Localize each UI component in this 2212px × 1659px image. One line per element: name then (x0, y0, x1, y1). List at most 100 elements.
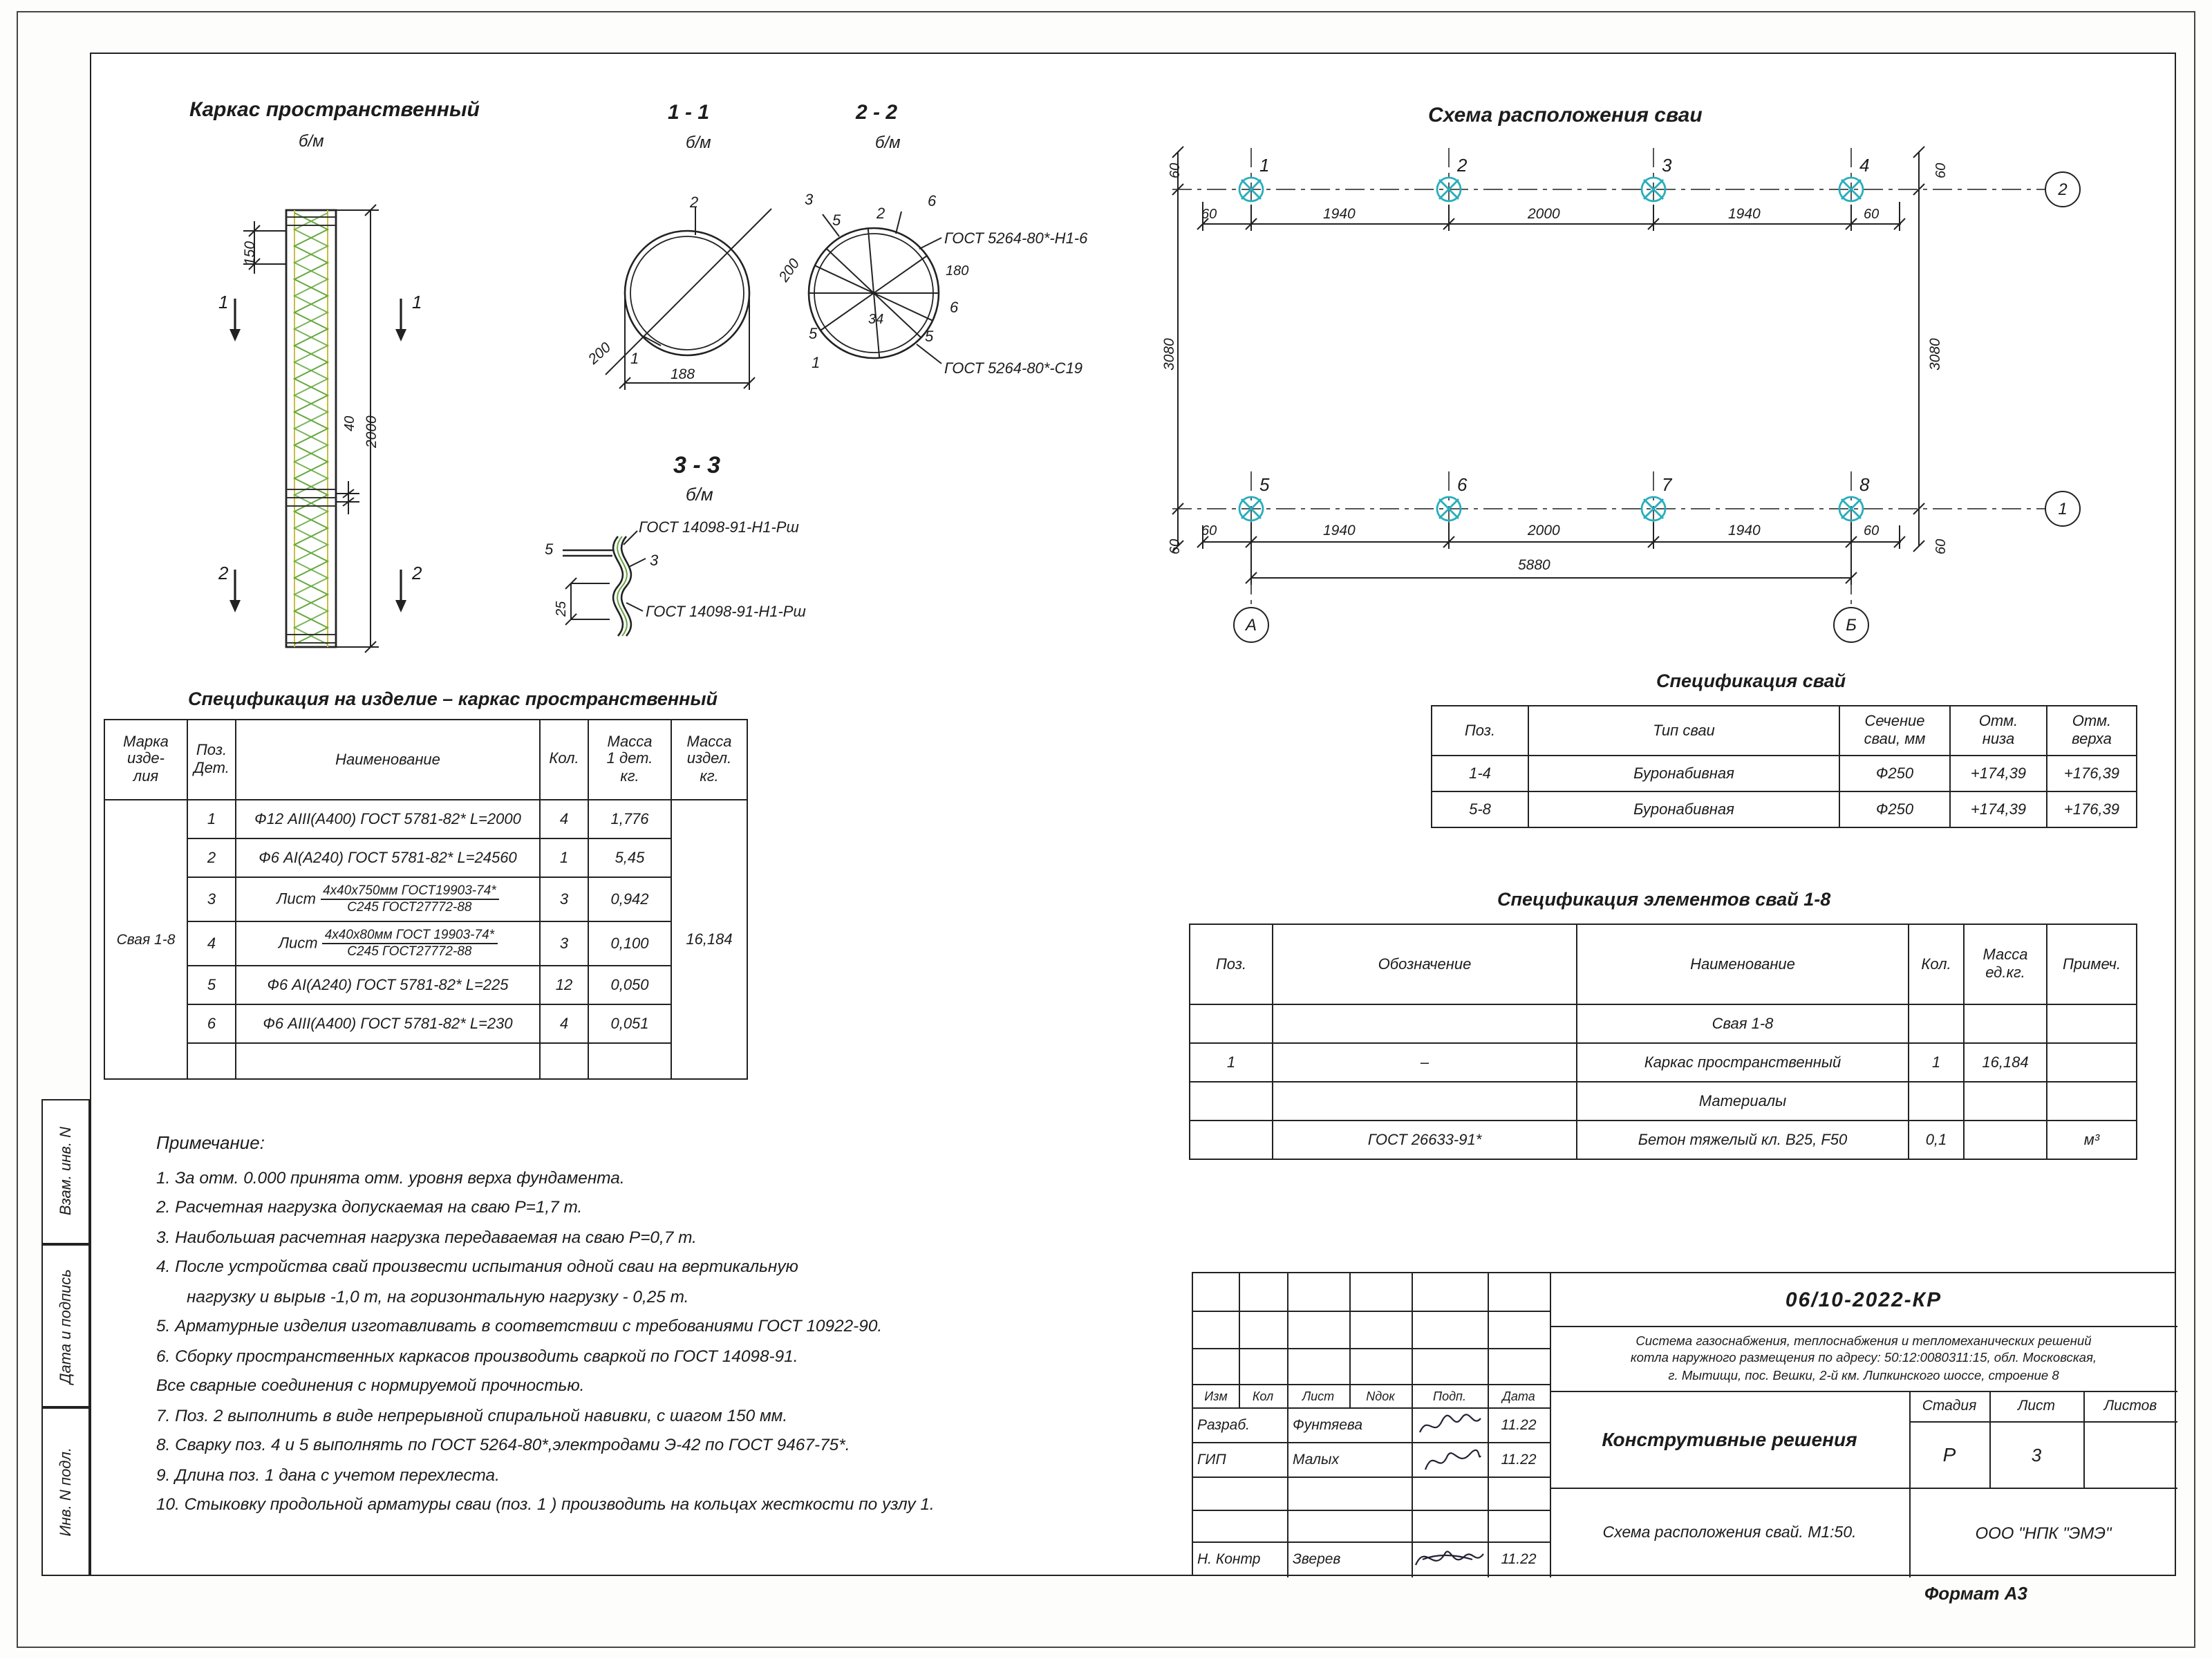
spec-piles-header-pos: Поз. (1431, 705, 1529, 756)
plan-linework (1172, 146, 2045, 607)
frame-sec1-label-left: 1 (218, 292, 229, 312)
project-description-line1: Система газоснабжения, теплоснабжения и … (1635, 1334, 2092, 1349)
spec-product-r1-name: Ф12 АIII(А400) ГОСТ 5781-82* L=2000 (235, 799, 541, 839)
spec-piles-header-top: Отм. верха (2046, 705, 2137, 756)
spec-elements-g2-mass (1963, 1081, 2047, 1121)
spec-elements-g1-designation (1272, 1004, 1577, 1044)
spec-piles-r1-pos: 1-4 (1431, 755, 1529, 792)
strip-label-inv-podl: Инв. N подл. (57, 1447, 74, 1537)
sec22-label-5b: 5 (809, 326, 818, 343)
note-1: 1. За отм. 0.000 принята отм. уровня вер… (156, 1168, 625, 1187)
spec-product-r4-name: Лист 4х40х80мм ГОСТ 19903-74*С245 ГОСТ27… (235, 921, 541, 966)
spec-product-r4-den: С245 ГОСТ27772-88 (347, 944, 472, 959)
spec-elements-header-qty: Кол. (1908, 924, 1965, 1005)
spec-product-r1-qty: 4 (539, 799, 589, 839)
row2-role: ГИП (1197, 1451, 1226, 1468)
sec11-bar-label-1: 1 (630, 351, 639, 368)
spec-product-r1-pos: 1 (187, 799, 236, 839)
pile-number-8: 8 (1859, 474, 1870, 495)
axis-label-b: Б (1846, 615, 1857, 635)
axis-label-a: А (1245, 615, 1257, 635)
row2-name: Малых (1293, 1451, 1339, 1468)
spec-product-r2-mass: 5,45 (588, 838, 672, 878)
spec-piles-r1-bottom: +174,39 (1949, 755, 2047, 792)
plan-dim-3080-right: 3080 (1927, 338, 1944, 371)
spec-elements-r2-note: м³ (2046, 1120, 2137, 1160)
sec22-label-2: 2 (877, 206, 885, 223)
spec-elements-r2-qty: 0,1 (1908, 1120, 1965, 1160)
spec-product-r3-den: С245 ГОСТ27772-88 (347, 900, 472, 915)
pile-number-1: 1 (1259, 155, 1270, 176)
spec-elements-group2: Материалы (1576, 1081, 1909, 1121)
plan-dim-bot-60r: 60 (1864, 524, 1880, 539)
plan-dim-top-60l: 60 (1201, 207, 1217, 223)
spec-product-r4-num: 4х40х80мм ГОСТ 19903-74* (321, 927, 498, 944)
spec-product-r2-pos: 2 (187, 838, 236, 878)
spec-product-r6-qty: 4 (539, 1004, 589, 1044)
sec22-label-6a: 6 (928, 194, 937, 210)
frame-dim-150: 150 (242, 241, 259, 265)
col-data: Дата (1502, 1389, 1535, 1403)
spec-product-empty-qty (539, 1042, 589, 1080)
spec-product-header-name: Наименование (235, 719, 541, 800)
sec22-label-5c: 5 (925, 329, 934, 346)
note-3: 3. Наибольшая расчетная нагрузка передав… (156, 1227, 697, 1246)
spec-elements-r2-designation: ГОСТ 26633-91* (1272, 1120, 1577, 1160)
company-name: ООО "НПК "ЭМЭ" (1975, 1523, 2112, 1542)
sec22-gost-top: ГОСТ 5264-80*-Н1-6 (944, 231, 1088, 247)
spec-elements-g2-pos (1189, 1081, 1273, 1121)
sec22-label-1: 1 (812, 355, 821, 372)
spec-product-r4-mass: 0,100 (588, 921, 672, 966)
plan-dim-60-bl: 60 (1168, 538, 1183, 554)
spec-elements-g1-mass (1963, 1004, 2047, 1044)
spec-product-r5-mass: 0,050 (588, 965, 672, 1005)
frame-elevation-linework (229, 204, 406, 653)
project-description-line2: котла наружного размещения по адресу: 50… (1630, 1351, 2097, 1365)
col-izm: Изм (1204, 1389, 1228, 1403)
outer-border (17, 11, 2195, 1648)
spec-product-r3-pos: 3 (187, 877, 236, 922)
sec11-scale: б/м (686, 133, 711, 152)
col-ndok: Nдок (1366, 1389, 1395, 1403)
stage-label: Стадия (1922, 1398, 1977, 1414)
spec-product-empty-pos (187, 1042, 236, 1080)
axis-bubble-a: А (1233, 607, 1269, 643)
plan-dim-top-2000: 2000 (1528, 206, 1560, 223)
sec33-linework (563, 530, 646, 637)
spec-elements-header-pos: Поз. (1189, 924, 1273, 1005)
axis-bubble-1: 1 (2045, 491, 2081, 527)
spec-elements-r2-mass (1963, 1120, 2047, 1160)
spec-product-empty-mass (588, 1042, 672, 1080)
sec22-label-6b: 6 (950, 300, 959, 317)
sec33-label-3: 3 (650, 553, 659, 570)
plan-dim-60-tl: 60 (1168, 162, 1183, 178)
spec-product-r2-name: Ф6 АI(А240) ГОСТ 5781-82* L=24560 (235, 838, 541, 878)
spec-product-r3-fraction: 4х40х750мм ГОСТ19903-74*С245 ГОСТ27772-8… (320, 883, 499, 916)
spec-product-mass-total: 16,184 (671, 799, 748, 1080)
note-6: 6. Сборку пространственных каркасов прои… (156, 1346, 798, 1365)
sec33-title: 3 - 3 (673, 452, 721, 478)
spec-elements-header-mass: Масса ед.кг. (1963, 924, 2047, 1005)
frame-sec2-label-left: 2 (218, 563, 229, 583)
spec-elements-table: Поз. Обозначение Наименование Кол. Масса… (1189, 924, 2137, 1160)
sec11-bar-label-2: 2 (690, 195, 699, 212)
spec-elements-header-note: Примеч. (2046, 924, 2137, 1005)
plan-dim-total-5880: 5880 (1518, 557, 1550, 574)
spec-elements-header-designation: Обозначение (1272, 924, 1577, 1005)
frame-dim-40: 40 (343, 415, 358, 431)
doc-title: Конструтивные решения (1602, 1428, 1857, 1450)
note-2: 2. Расчетная нагрузка допускаемая на сва… (156, 1197, 583, 1217)
sec33-dim-25: 25 (554, 601, 570, 617)
sec22-gost-bottom: ГОСТ 5264-80*-С19 (944, 361, 1083, 377)
spec-elements-r2-name: Бетон тяжелый кл. В25, F50 (1576, 1120, 1909, 1160)
note-10: 10. Стыковку продольной арматуры сваи (п… (156, 1494, 935, 1514)
doc-number: 06/10-2022-КР (1785, 1288, 1942, 1311)
note-8: 8. Сварку поз. 4 и 5 выполнять по ГОСТ 5… (156, 1435, 850, 1454)
plan-dim-bot-1940l: 1940 (1323, 523, 1356, 539)
spec-product-r6-pos: 6 (187, 1004, 236, 1044)
row3-role: Н. Контр (1197, 1551, 1261, 1568)
spec-piles-header-type: Тип сваи (1528, 705, 1840, 756)
frame-elevation-title: Каркас пространственный (189, 98, 480, 122)
strip-box-data-podpis: Дата и подпись (41, 1244, 90, 1407)
row1-date: 11.22 (1501, 1416, 1537, 1433)
